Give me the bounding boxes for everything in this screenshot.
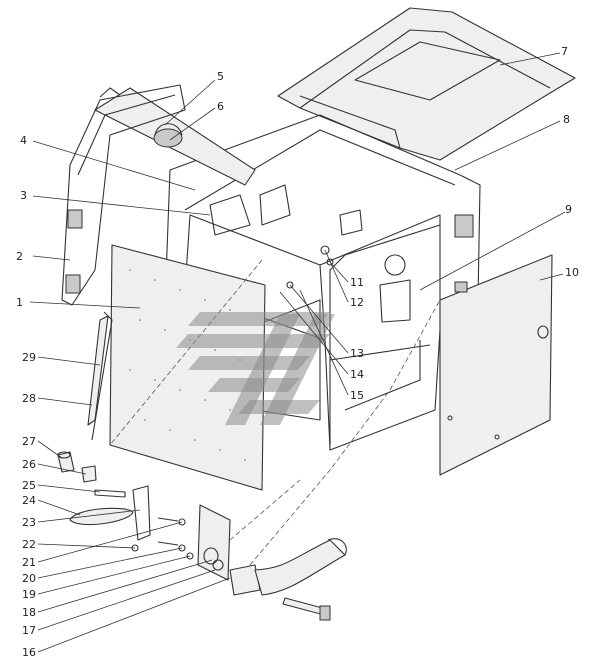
- callout-25: 25: [22, 479, 36, 492]
- callout-3: 3: [20, 189, 27, 202]
- right-door-panel: [439, 254, 553, 476]
- callout-14: 14: [350, 368, 364, 381]
- callout-10: 10: [565, 266, 579, 279]
- callout-13: 13: [350, 347, 364, 360]
- stylized-logo-watermark: [176, 312, 335, 425]
- callout-17: 17: [22, 624, 36, 637]
- callout-6: 6: [217, 100, 224, 113]
- callout-21: 21: [22, 556, 36, 569]
- callout-24: 24: [22, 494, 36, 507]
- front-glass-panel: [109, 244, 266, 491]
- pipe-and-key: [229, 538, 347, 621]
- callout-22: 22: [22, 538, 36, 551]
- callout-29: 29: [22, 351, 36, 364]
- wiper-assembly: [87, 311, 113, 441]
- callout-8: 8: [563, 113, 570, 126]
- interior-components: [209, 184, 411, 323]
- side-door-frame: [61, 84, 186, 306]
- leader-lines: [29, 52, 566, 653]
- callout-27: 27: [22, 435, 36, 448]
- callout-19: 19: [22, 588, 36, 601]
- callout-20: 20: [22, 572, 36, 585]
- callout-7: 7: [561, 45, 568, 58]
- callout-5: 5: [217, 70, 224, 83]
- callout-labels: 1 2 3 4 5 6 7 8 9 10 11 12 13 14 15 16 1…: [16, 45, 579, 659]
- callout-1: 1: [16, 296, 23, 309]
- callout-15: 15: [350, 389, 364, 402]
- callout-2: 2: [16, 250, 23, 263]
- callout-16: 16: [22, 646, 36, 659]
- callout-12: 12: [350, 296, 364, 309]
- callout-11: 11: [350, 276, 364, 289]
- callout-18: 18: [22, 606, 36, 619]
- callout-9: 9: [565, 203, 572, 216]
- callout-26: 26: [22, 458, 36, 471]
- callout-28: 28: [22, 392, 36, 405]
- assembly-guide-lines: [109, 259, 441, 566]
- hardware-parts: [57, 451, 231, 581]
- callout-4: 4: [20, 134, 27, 147]
- roof-panel: [277, 7, 576, 161]
- callout-23: 23: [22, 516, 36, 529]
